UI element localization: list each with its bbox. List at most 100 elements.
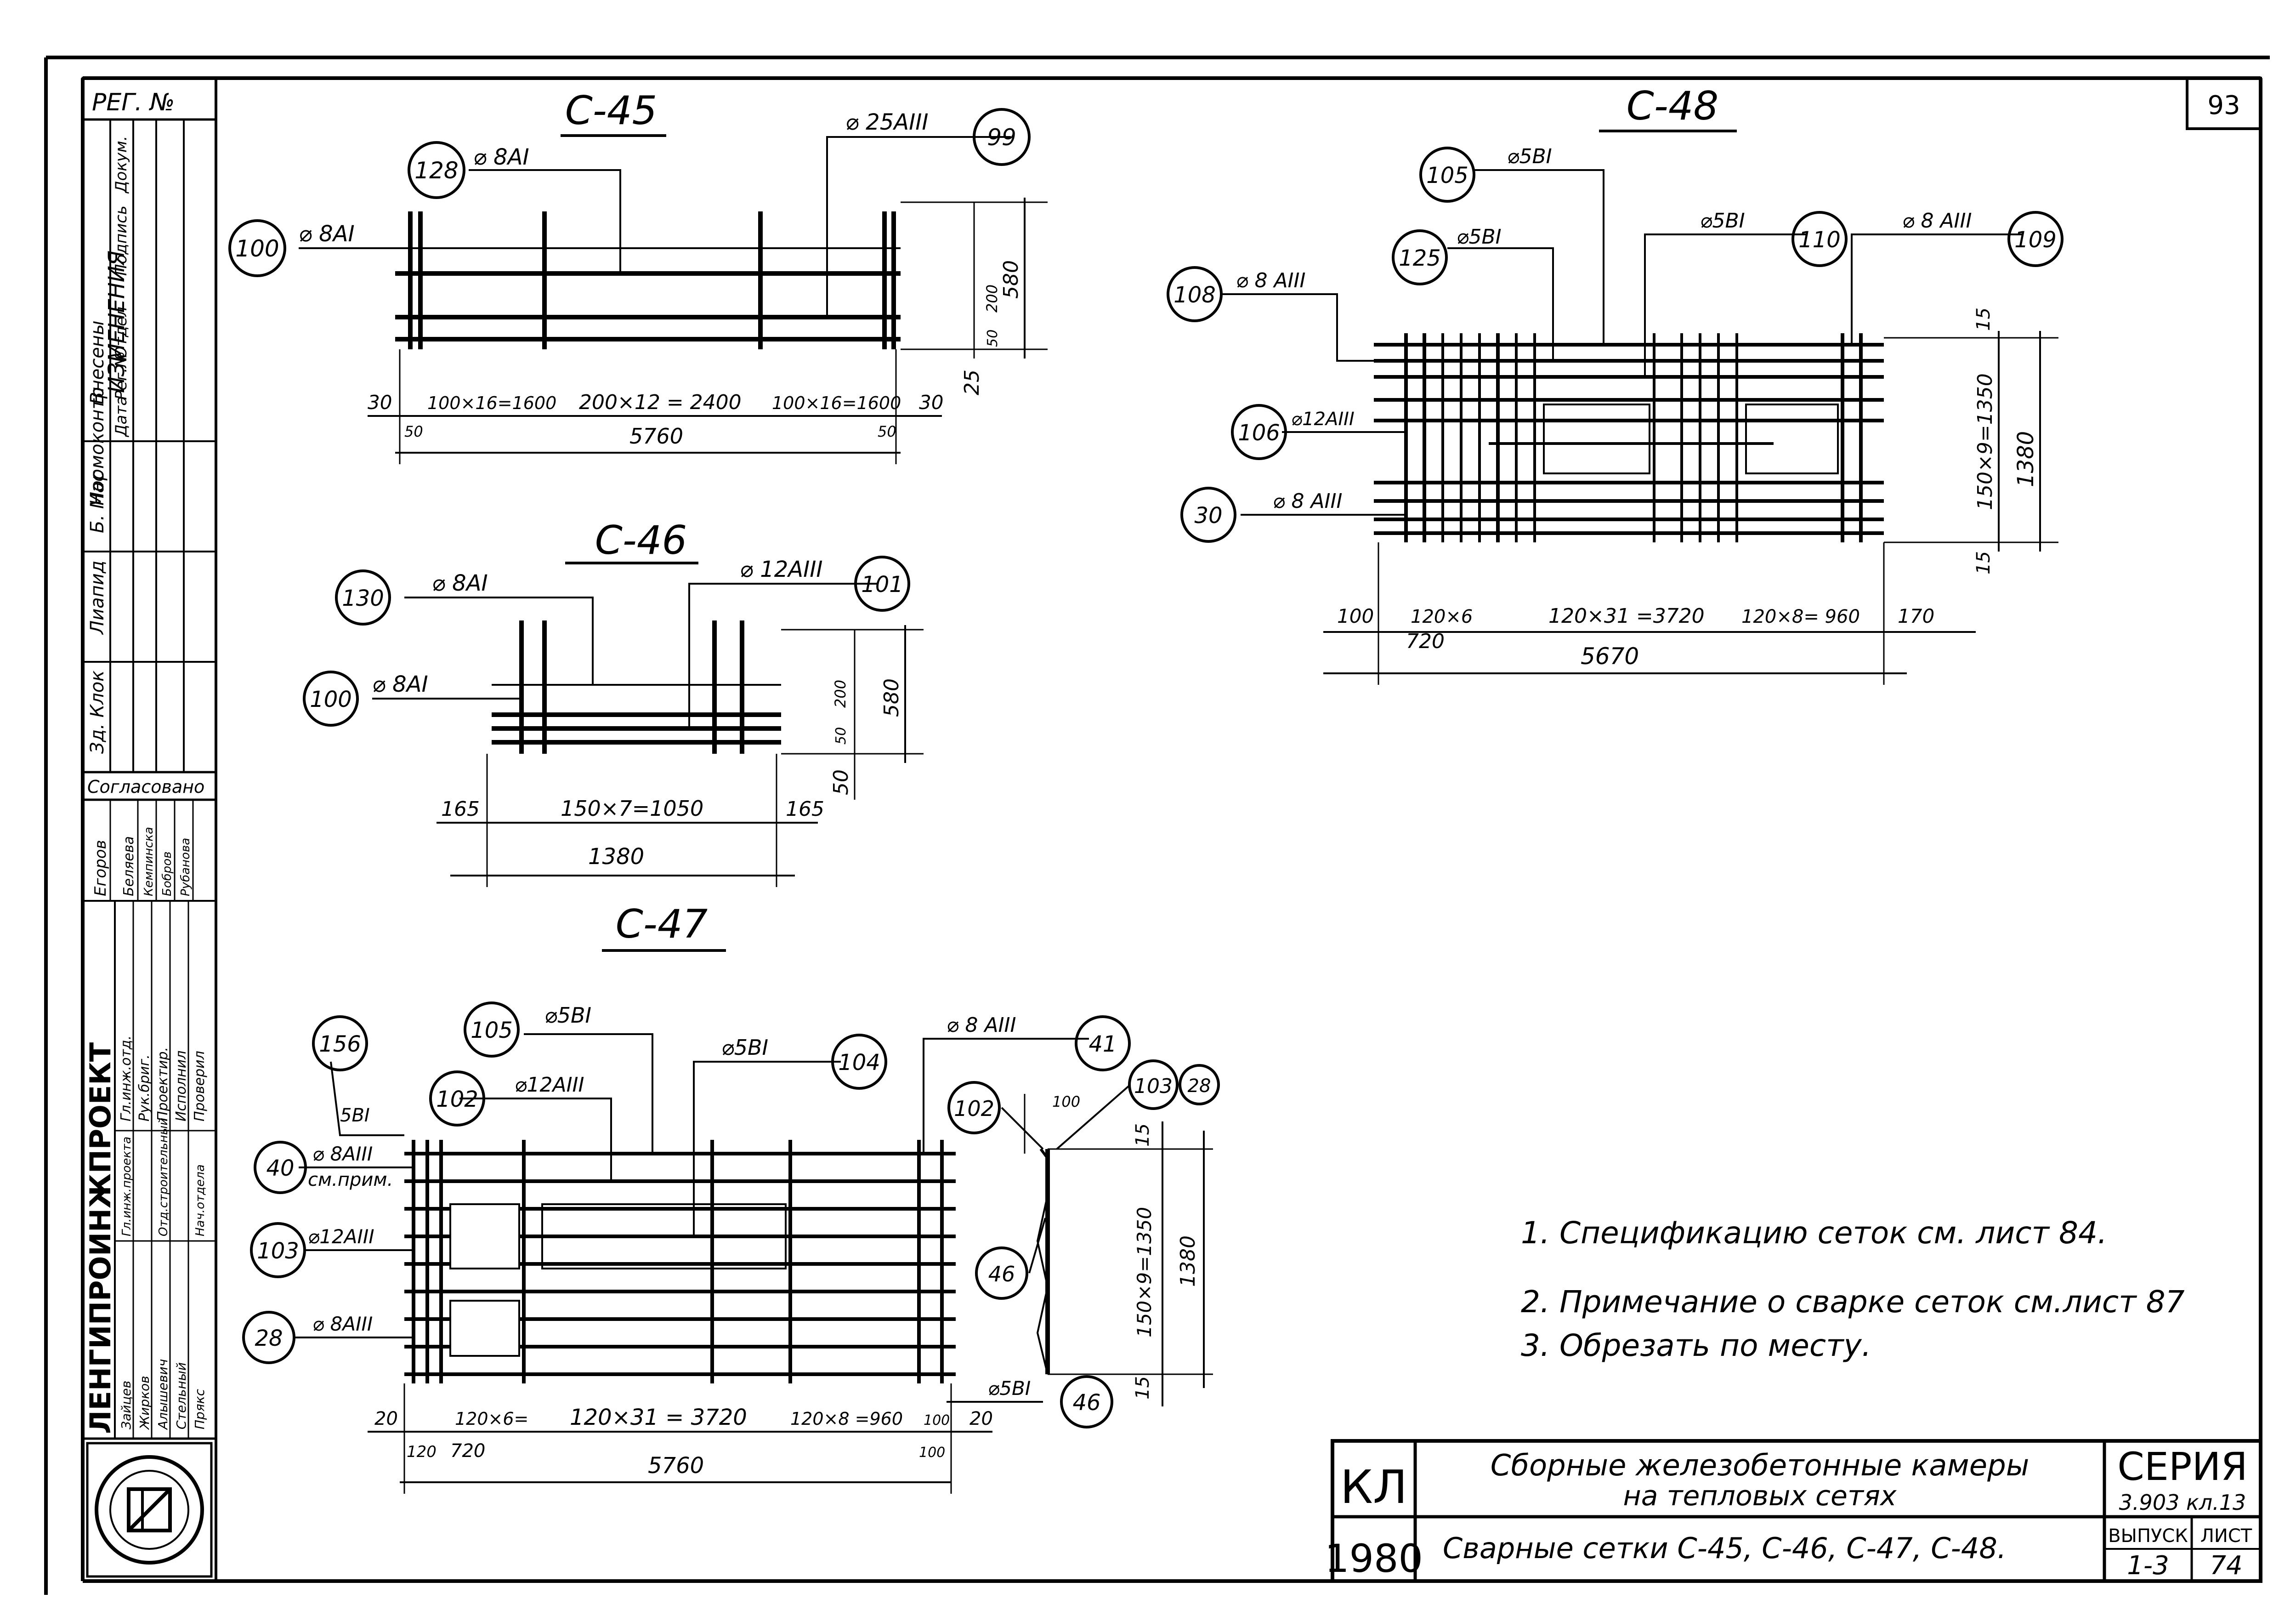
section-mark-103: 103 xyxy=(1134,1075,1173,1098)
c45-dim-2: 100×16=1600 xyxy=(427,393,556,413)
bar-mark-number: 100 xyxy=(235,235,279,262)
c45-dim-r4: 50 xyxy=(985,330,1001,347)
role-3: Проектир. xyxy=(155,1047,171,1121)
side-role-1: Гл.инж.проекта xyxy=(120,1137,134,1236)
c45-dim-r3: 25 xyxy=(960,370,984,395)
bar-mark-number: 103 xyxy=(257,1238,299,1264)
title-block: КЛ 1980 Сборные железобетонные камеры на… xyxy=(1325,1439,2262,1583)
tb-issue-value: 1-3 xyxy=(2127,1551,2169,1581)
c45-mark-128: 128 ⌀ 8АI xyxy=(408,141,529,199)
c45-dim-r1: 200 xyxy=(983,285,1001,313)
reg-label: РЕГ. № xyxy=(92,89,175,116)
org-logo-icon xyxy=(86,1442,213,1578)
c46-dim-r3: 50 xyxy=(833,727,849,745)
c45-dim-r2: 580 xyxy=(999,260,1023,299)
c47-dim-6: 20 xyxy=(969,1408,993,1429)
mesh-c48: С-48 xyxy=(1167,83,2064,685)
c46-mark-101: 101 ⌀ 12АIII xyxy=(740,556,910,612)
c47-mark-28: 28 ⌀ 8АIII xyxy=(242,1311,373,1364)
c47-mark-40: 40 ⌀ 8АIII см.прим. xyxy=(254,1141,393,1194)
bar-mark-number: 130 xyxy=(342,586,384,611)
bar-mark-label: ⌀ 8АIII xyxy=(312,1143,373,1165)
bar-mark-number: 101 xyxy=(861,572,903,597)
bar-mark-label: ⌀ 8 АIII xyxy=(1902,209,1972,233)
bar-mark-number: 100 xyxy=(310,687,352,712)
c48-title: С-48 xyxy=(1627,83,1719,129)
c47-section: 102 103 28 46 100 15 150×9=1350 1380 15 xyxy=(947,1059,1220,1406)
agreed-name-4: Бобров xyxy=(160,851,174,896)
c47-note-label: см.прим. xyxy=(308,1169,393,1190)
c47-mark-46-bottom: 46 ⌀5BI xyxy=(988,1375,1113,1428)
bar-mark-number: 30 xyxy=(1194,503,1222,529)
c48-mark-106: 106 ⌀12АIII xyxy=(1231,404,1355,460)
c45-dim-4: 100×16=1600 xyxy=(772,393,901,413)
role-2: Рук.бриг. xyxy=(136,1054,153,1121)
agreed-name-5: Рубанова xyxy=(179,838,193,896)
page-number: 93 xyxy=(2207,91,2240,120)
c48-dim-7: 5670 xyxy=(1581,643,1639,670)
left-stamp: РЕГ. № ИЗМЕНЕНИЯ Внесены Нормоконтр Дата… xyxy=(81,77,217,1578)
bar-mark-number: 46 xyxy=(1072,1390,1100,1416)
side-role-2: Отд.строительный xyxy=(157,1118,170,1236)
changes-col-4: Подпись xyxy=(112,205,130,276)
org-name: ЛЕНГИПРОИНЖПРОЕКТ xyxy=(84,1042,117,1434)
bar-mark-label: ⌀5BI xyxy=(1457,225,1502,249)
c47-dim-7: 120 xyxy=(407,1443,437,1461)
c46-title: С-46 xyxy=(595,518,687,563)
agreed-name-1: Егоров xyxy=(91,840,110,896)
bar-mark-label: ⌀5BI xyxy=(1507,145,1552,168)
bar-mark-number: 28 xyxy=(255,1326,283,1351)
tb-sheet-value: 74 xyxy=(2210,1551,2242,1581)
bar-mark-number: 108 xyxy=(1174,282,1216,308)
c47-dim-5: 100 xyxy=(924,1412,950,1428)
c47-dim-10: 5760 xyxy=(648,1453,704,1479)
changes-sub-1: Внесены xyxy=(87,320,108,404)
c48-dim-r2: 150×9=1350 xyxy=(1973,373,1997,510)
bar-mark-label: 5BI xyxy=(340,1105,370,1126)
role-name-1: Зайцев xyxy=(119,1381,134,1429)
c48-mark-30: 30 ⌀ 8 АIII xyxy=(1180,487,1343,543)
bar-mark-number: 104 xyxy=(838,1050,880,1075)
changes-sub-2: Нормоконтр xyxy=(87,387,108,506)
signature-entry-1: Зд. Клок xyxy=(87,671,108,754)
tb-subtitle: Сварные сетки С-45, С-46, С-47, С-48. xyxy=(1443,1531,2007,1565)
bar-mark-number: 106 xyxy=(1238,420,1280,446)
bar-mark-label: ⌀ 8АI xyxy=(473,144,529,170)
role-name-2: Жирков xyxy=(137,1376,152,1430)
changes-col-5: Докум. xyxy=(112,136,130,194)
c47-dim-4: 120×8 =960 xyxy=(790,1409,903,1429)
bar-mark-number: 40 xyxy=(266,1155,294,1181)
c48-mark-108: 108 ⌀ 8 АIII xyxy=(1167,266,1306,322)
role-name-5: Прякс xyxy=(192,1388,207,1429)
signature-entry-3: Б. Мас xyxy=(87,472,108,533)
bar-mark-label: ⌀ 25АIII xyxy=(845,109,929,135)
bar-mark-number: 125 xyxy=(1399,245,1441,271)
c45-dim-8: 5760 xyxy=(629,424,683,449)
note-1: 1. Спецификацию сеток см. лист 84. xyxy=(1521,1215,2107,1251)
mesh-c45: С-45 100 ⌀ 8АI 128 ⌀ 8АI 99 ⌀ xyxy=(228,88,1048,464)
bar-mark-label: ⌀12АIII xyxy=(1291,409,1355,430)
c47-mark-156: 156 5BI xyxy=(312,1015,370,1126)
bar-mark-label: ⌀5BI xyxy=(988,1377,1031,1400)
c48-dim-6: 720 xyxy=(1406,630,1445,653)
bar-mark-label: ⌀ 8 АIII xyxy=(947,1013,1016,1037)
bar-mark-label: ⌀ 8АI xyxy=(372,671,428,697)
changes-col-3: Отдел xyxy=(112,307,130,358)
bar-mark-label: ⌀ 8АIII xyxy=(312,1313,373,1335)
role-name-4: Стельный xyxy=(174,1362,189,1429)
c47-dim-9: 100 xyxy=(919,1445,945,1461)
changes-col-1: Дата xyxy=(112,396,130,438)
section-mark-28: 28 xyxy=(1188,1075,1211,1097)
agreed-name-2: Беляева xyxy=(121,836,137,896)
c46-mark-130: 130 ⌀ 8АI xyxy=(335,569,488,626)
c47-mesh xyxy=(404,1140,956,1383)
bar-mark-label: ⌀5BI xyxy=(721,1035,768,1060)
side-role-3: Нач.отдела xyxy=(193,1164,207,1236)
role-4: Исполнил xyxy=(173,1051,189,1121)
c48-dim-3: 120×31 =3720 xyxy=(1548,604,1705,628)
bar-mark-number: 105 xyxy=(471,1018,513,1043)
section-mark-102: 102 xyxy=(954,1096,994,1121)
c48-mark-105: 105 ⌀5BI xyxy=(1419,145,1552,203)
bar-mark-label: ⌀5BI xyxy=(544,1003,591,1028)
